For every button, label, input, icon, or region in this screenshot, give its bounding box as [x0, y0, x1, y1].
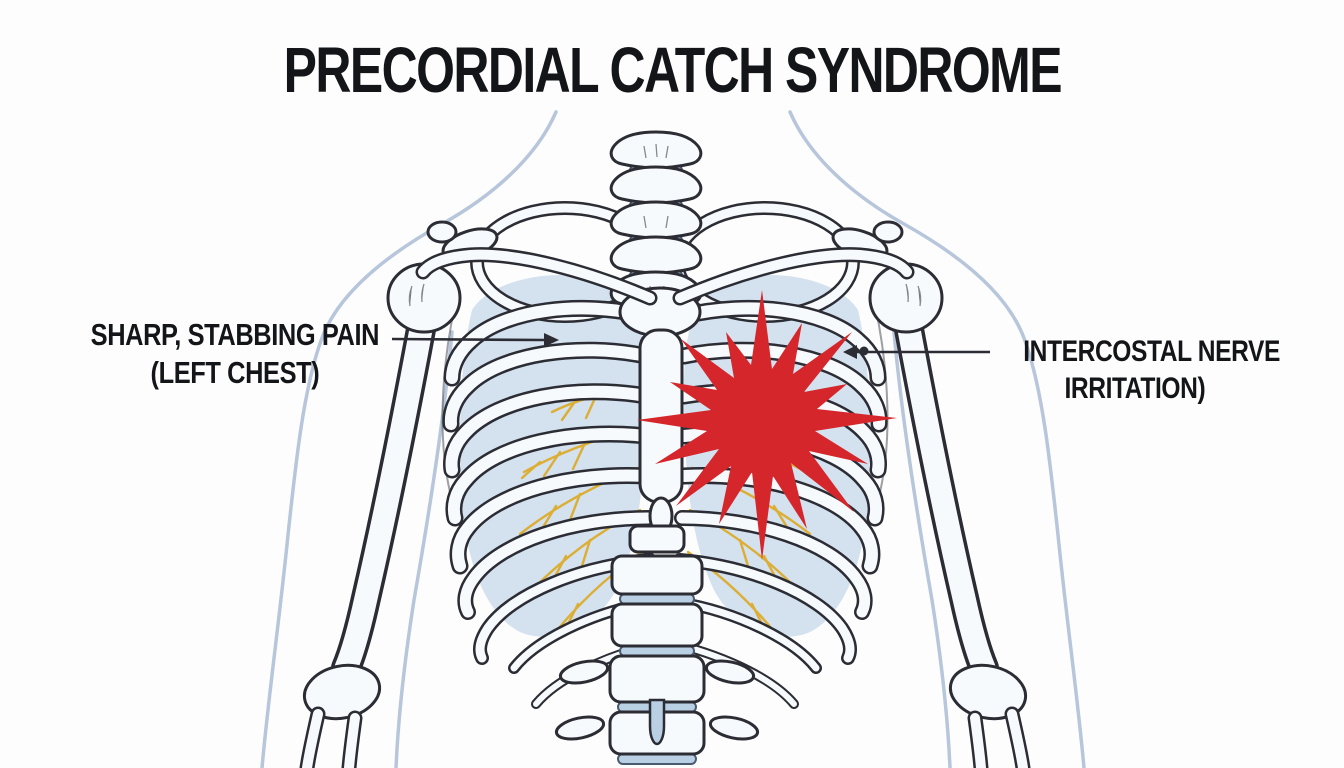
- callout-left-line2: (LEFT CHEST): [150, 354, 320, 390]
- page-title-text: PRECORDIAL CATCH SYNDROME: [283, 34, 1062, 106]
- callout-sharp-stabbing-pain: SHARP, STABBING PAIN (LEFT CHEST): [40, 316, 430, 392]
- body-silhouette: [260, 110, 1086, 768]
- callout-right-line2: IRRITATION): [1064, 371, 1206, 405]
- left-leader-arrow: [391, 333, 559, 347]
- callout-intercostal-nerve: INTERCOSTAL NERVE IRRITATION): [995, 334, 1280, 407]
- pain-burst-icon: [637, 290, 897, 560]
- callout-left-line1: SHARP, STABBING PAIN: [90, 317, 380, 352]
- lumbar-spine: [554, 524, 760, 765]
- page-title: PRECORDIAL CATCH SYNDROME: [0, 38, 1344, 102]
- callout-right-line1: INTERCOSTAL NERVE: [1023, 335, 1281, 368]
- right-leader-arrow: [843, 345, 990, 359]
